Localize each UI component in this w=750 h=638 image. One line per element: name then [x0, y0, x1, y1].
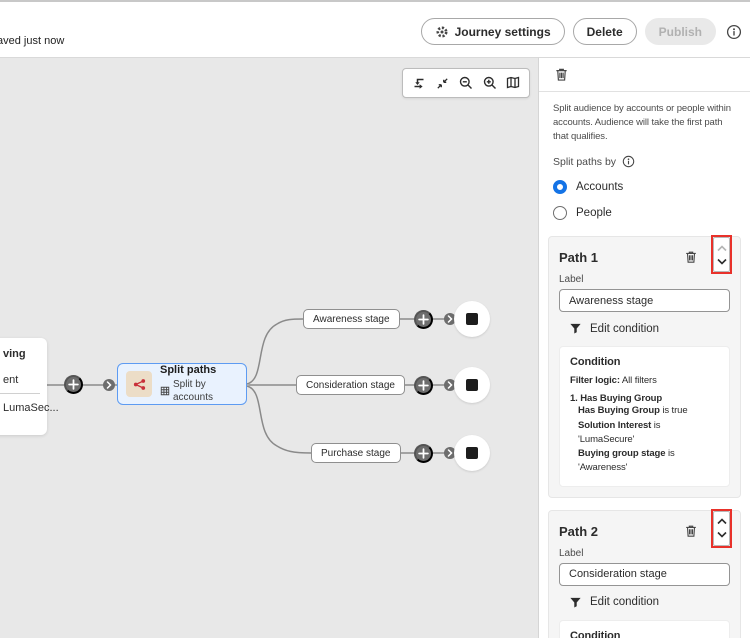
info-icon[interactable]	[622, 155, 635, 168]
delete-button[interactable]: Delete	[572, 18, 637, 45]
filter-funnel-icon	[569, 322, 582, 335]
radio-unselected-icon	[553, 206, 567, 221]
condition-heading: Condition	[570, 356, 621, 369]
radio-selected-icon	[553, 180, 567, 195]
edit-condition-label: Edit condition	[590, 596, 660, 609]
path-2-title: Path 2	[559, 523, 599, 539]
journey-settings-label: Journey settings	[454, 24, 551, 39]
move-path-up-icon[interactable]	[716, 518, 727, 525]
add-node-button-purchase[interactable]	[414, 443, 433, 463]
rule-line: Has Buying Group is true	[578, 405, 688, 417]
add-node-button[interactable]	[64, 375, 83, 394]
add-node-button-consideration[interactable]	[414, 375, 433, 395]
rule-line: Buying group stage is 'Awareness'	[578, 448, 675, 474]
rule-line: Solution Interest is 'LumaSecure'	[578, 419, 661, 445]
reorder-control	[713, 237, 730, 273]
upstream-node[interactable]: ving ent LumaSec...	[0, 338, 59, 435]
reorder-highlight-annotation	[711, 235, 732, 275]
journey-settings-button[interactable]: Journey settings	[420, 18, 565, 45]
zoom-in-icon[interactable]	[479, 72, 501, 94]
panel-divider	[539, 91, 750, 92]
condition-summary: Condition Filter logic: All filters 1. H…	[559, 619, 730, 638]
path-1-label-input[interactable]	[559, 289, 730, 313]
change-orientation-icon[interactable]	[408, 72, 430, 94]
split-node-subtitle: Split by accounts	[173, 378, 214, 404]
move-path-down-icon[interactable]	[716, 258, 727, 265]
filter-funnel-icon	[569, 596, 582, 609]
branch-label-consideration[interactable]: Consideration stage	[296, 375, 405, 395]
edit-condition-label: Edit condition	[590, 322, 660, 335]
panel-description: Split audience by accounts or people wit…	[553, 103, 731, 142]
split-node-title: Split paths	[160, 364, 217, 377]
upstream-node-title-fragment: ving	[3, 348, 26, 360]
upstream-node-value-fragment: LumaSec...	[3, 402, 59, 414]
end-square-icon	[466, 447, 478, 459]
edit-condition-button[interactable]: Edit condition	[569, 596, 659, 609]
fit-view-icon[interactable]	[431, 72, 453, 94]
add-node-button-awareness[interactable]	[414, 309, 433, 329]
end-node-consideration[interactable]	[454, 367, 490, 403]
flow-arrow-icon	[444, 447, 456, 459]
upstream-node-divider	[0, 393, 40, 394]
end-node-awareness[interactable]	[454, 301, 490, 337]
top-bar: aved just now Journey settings Delete Pu…	[0, 0, 750, 57]
branch-label-awareness[interactable]: Awareness stage	[303, 309, 400, 329]
flow-arrow-icon	[444, 379, 456, 391]
reorder-highlight-annotation	[711, 508, 732, 548]
publish-button[interactable]: Publish	[644, 18, 716, 45]
condition-summary: Condition Filter logic: All filters 1. H…	[559, 346, 730, 487]
flow-arrow-icon	[103, 379, 115, 391]
label-field-label: Label	[559, 274, 584, 286]
flow-arrow-icon	[444, 313, 456, 325]
split-paths-by-label: Split paths by	[553, 155, 617, 168]
accounts-grid-icon	[160, 386, 170, 396]
path-1-title: Path 1	[559, 250, 599, 266]
move-path-down-icon[interactable]	[716, 531, 727, 538]
end-square-icon	[466, 313, 478, 325]
publish-label: Publish	[658, 24, 702, 39]
rule-heading: 1. Has Buying Group	[570, 393, 663, 405]
journey-canvas[interactable]: ving ent LumaSec... Split paths Split by…	[0, 57, 538, 638]
zoom-out-icon[interactable]	[455, 72, 477, 94]
info-icon[interactable]	[724, 22, 744, 42]
delete-node-icon[interactable]	[552, 65, 571, 84]
label-field-label: Label	[559, 547, 584, 559]
delete-path-icon[interactable]	[682, 522, 700, 540]
radio-accounts-label: Accounts	[576, 181, 624, 194]
radio-accounts[interactable]: Accounts	[553, 180, 736, 195]
end-square-icon	[466, 379, 478, 391]
filter-logic-label: Filter logic:	[570, 375, 620, 387]
saved-status: aved just now	[0, 35, 65, 47]
split-settings-panel: Split audience by accounts or people wit…	[538, 57, 750, 638]
branch-label-purchase[interactable]: Purchase stage	[311, 443, 401, 463]
radio-people[interactable]: People	[553, 206, 736, 221]
topbar-actions: Journey settings Delete Publish	[420, 18, 744, 45]
end-node-purchase[interactable]	[454, 435, 490, 471]
path-2-label-input[interactable]	[559, 562, 730, 586]
connector-lines	[46, 318, 471, 454]
split-paths-node[interactable]: Split paths Split by accounts	[117, 363, 247, 405]
filter-logic-value: All filters	[619, 375, 657, 387]
split-paths-icon	[126, 371, 152, 397]
path-card-1: Path 1 Label	[548, 235, 741, 498]
canvas-toolbar	[402, 68, 530, 98]
path-card-2: Path 2 Label	[548, 508, 741, 638]
move-path-up-icon[interactable]	[716, 244, 727, 252]
map-overview-icon[interactable]	[502, 72, 524, 94]
edit-condition-button[interactable]: Edit condition	[569, 322, 659, 335]
gear-icon	[435, 25, 449, 39]
upstream-node-line-fragment: ent	[3, 374, 19, 386]
radio-people-label: People	[576, 207, 612, 220]
delete-path-icon[interactable]	[682, 248, 700, 266]
reorder-control	[713, 510, 730, 546]
condition-heading: Condition	[570, 629, 621, 638]
delete-label: Delete	[586, 24, 623, 39]
